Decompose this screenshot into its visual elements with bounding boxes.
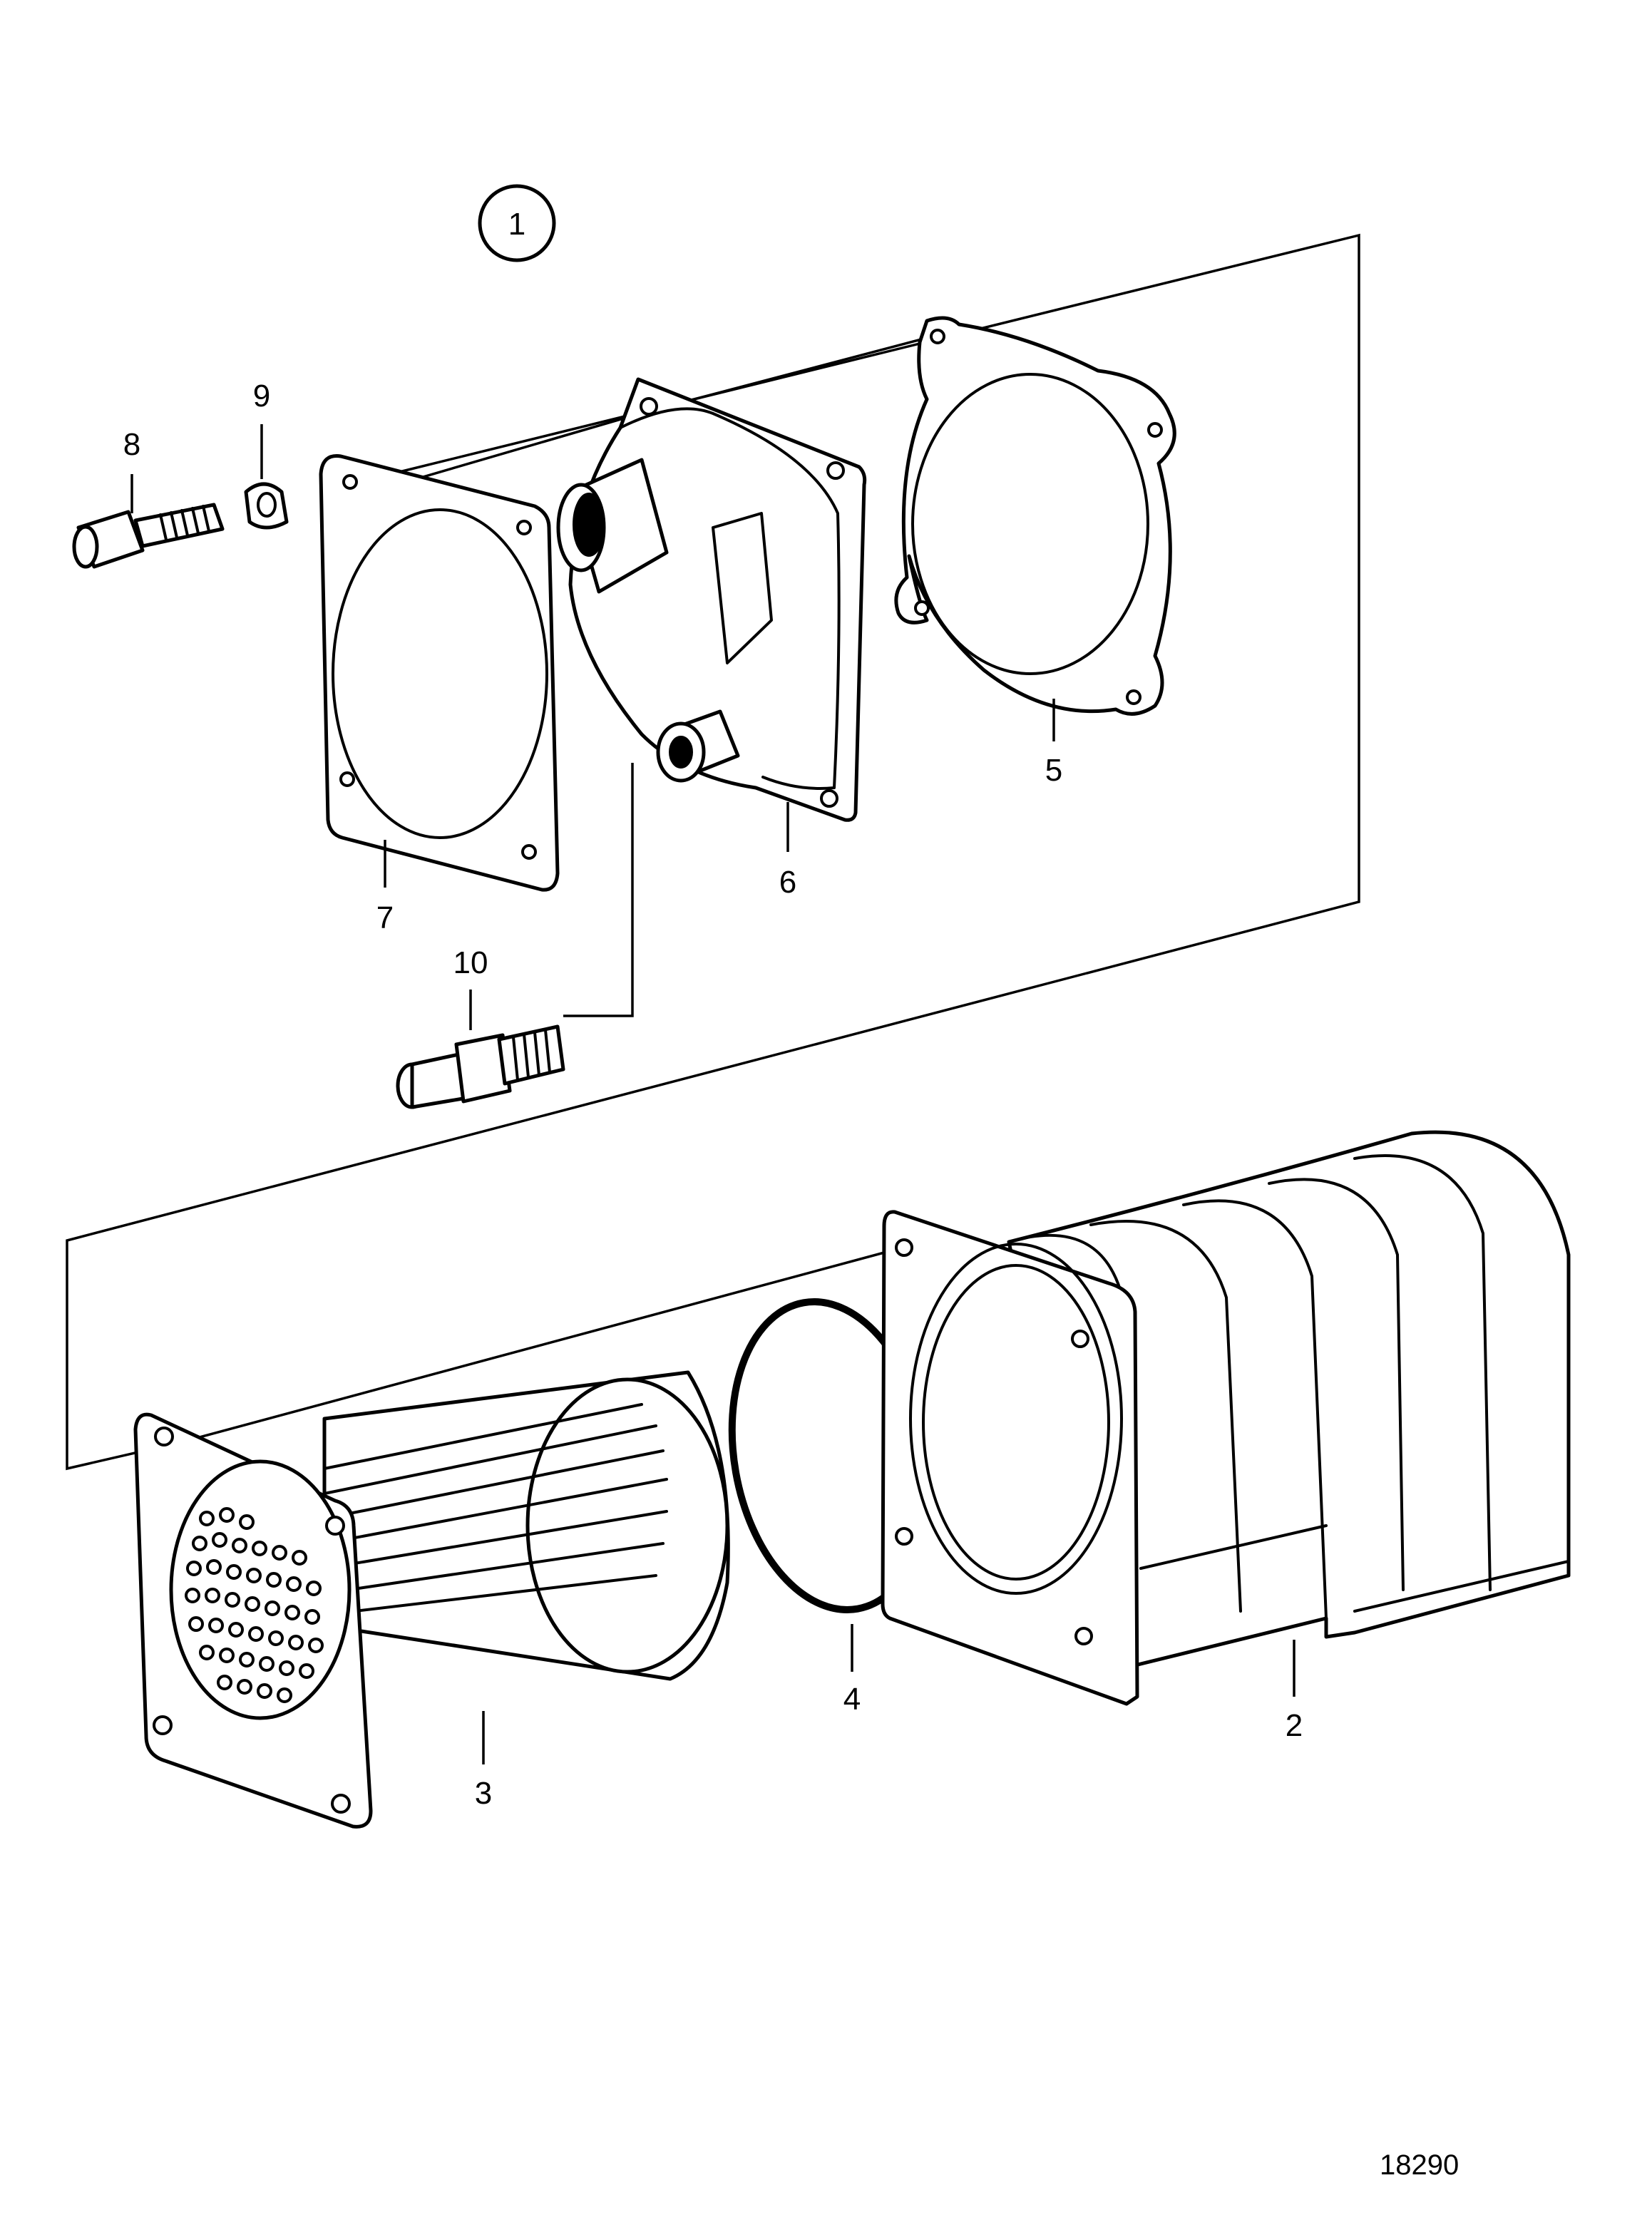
gasket-part-5 <box>894 316 1176 716</box>
callout-labels: 8 9 5 6 7 10 3 4 2 <box>123 379 1303 1811</box>
callout-6: 6 <box>779 865 796 900</box>
callout-10: 10 <box>453 945 488 980</box>
housing-part-2 <box>881 1130 1571 1706</box>
callout-2: 2 <box>1286 1708 1303 1743</box>
callout-4: 4 <box>843 1682 861 1717</box>
callout-5: 5 <box>1045 753 1062 788</box>
callout-leaders <box>130 424 1296 1764</box>
cover-part-6 <box>556 377 867 822</box>
callout-8: 8 <box>123 427 140 462</box>
gasket-part-7 <box>319 454 560 892</box>
washer-part-9 <box>244 482 289 530</box>
bolt-part-8 <box>72 503 225 569</box>
callout-9: 9 <box>253 379 270 413</box>
group-number-badge: 1 <box>478 184 556 262</box>
group-number: 1 <box>508 207 525 242</box>
tube-holes <box>185 1507 324 1703</box>
tube-insert-part-3 <box>133 1370 730 1829</box>
drawing-number: 18290 <box>1380 2149 1459 2181</box>
callout-7: 7 <box>376 900 394 935</box>
fitting-part-10 <box>396 1024 565 1109</box>
callout-3: 3 <box>475 1776 492 1811</box>
